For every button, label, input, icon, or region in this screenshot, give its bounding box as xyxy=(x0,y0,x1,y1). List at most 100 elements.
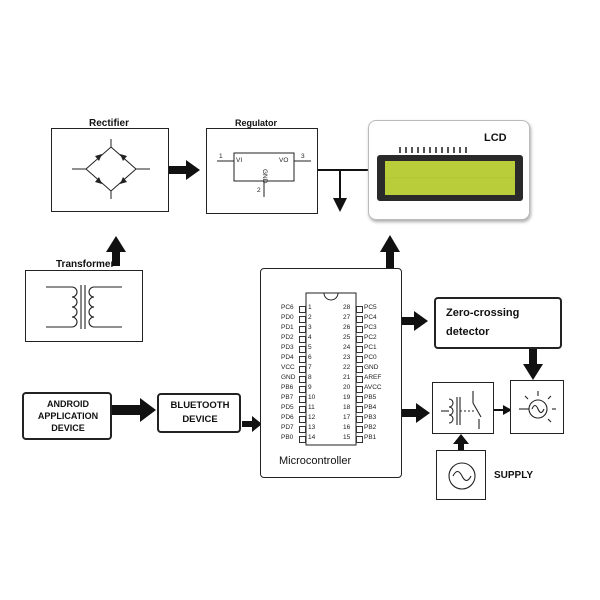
mcu-pin-number: 26 xyxy=(343,324,351,331)
mcu-pin-number: 8 xyxy=(308,374,312,381)
mcu-pin-number: 7 xyxy=(308,364,312,371)
lamp-icon xyxy=(519,391,556,423)
mcu-pin-label: PC2 xyxy=(364,334,377,341)
bluetooth-device-block: BLUETOOTH DEVICE xyxy=(157,393,241,433)
mcu-pin-box xyxy=(356,416,363,423)
mcu-pin-number: 21 xyxy=(343,374,351,381)
mcu-pin-label: PB4 xyxy=(364,404,377,411)
mcu-pin-label: GND xyxy=(364,364,379,371)
regulator-gnd-label: GND xyxy=(261,169,268,184)
zero-crossing-block: Zero-crossing detector xyxy=(434,297,562,349)
mcu-pin-label: PC1 xyxy=(364,344,377,351)
regulator-label: Regulator xyxy=(235,118,278,128)
mcu-pin-box xyxy=(356,356,363,363)
mcu-pin-box xyxy=(356,406,363,413)
arrow-android-to-bluetooth xyxy=(112,398,156,422)
android-label-line3: DEVICE xyxy=(51,423,85,433)
mcu-pin-box xyxy=(299,416,306,423)
regulator-vi-label: VI xyxy=(236,157,243,164)
mcu-pin-number: 3 xyxy=(308,324,312,331)
mcu-pin-label: PD1 xyxy=(281,324,294,331)
mcu-pin-box xyxy=(299,356,306,363)
mcu-pin-number: 2 xyxy=(308,314,312,321)
mcu-pin-box xyxy=(299,436,306,443)
rectifier-label: Rectifier xyxy=(89,118,130,129)
mcu-pin-number: 25 xyxy=(343,334,351,341)
ac-source-icon xyxy=(448,462,476,490)
microcontroller-label: Microcontroller xyxy=(279,455,352,467)
mcu-pin-label: PB7 xyxy=(281,394,294,401)
transformer-block xyxy=(25,270,143,342)
regulator-pin-out-num: 3 xyxy=(301,153,305,160)
mcu-pin-label: PB1 xyxy=(364,434,377,441)
rectifier-block xyxy=(51,128,169,212)
bluetooth-label-line2: DEVICE xyxy=(182,414,218,425)
mcu-pin-label: PD5 xyxy=(281,404,294,411)
mcu-pin-box xyxy=(299,406,306,413)
mcu-pin-number: 16 xyxy=(343,424,351,431)
mcu-pin-box xyxy=(299,306,306,313)
mcu-pin-number: 20 xyxy=(343,384,351,391)
arrow-mcu-to-zero-crossing xyxy=(402,311,428,331)
mcu-pin-box xyxy=(356,366,363,373)
arrow-mcu-to-lcd xyxy=(380,235,400,268)
arrow-supply-to-relay xyxy=(453,434,469,450)
arrow-bluetooth-to-mcu xyxy=(242,416,262,432)
mcu-pin-label: PB2 xyxy=(364,424,377,431)
mcu-pin-box xyxy=(356,336,363,343)
mcu-pin-number: 27 xyxy=(343,314,351,321)
lcd-module-icon xyxy=(377,147,523,201)
mcu-pin-label: PB3 xyxy=(364,414,377,421)
mcu-pin-box xyxy=(356,316,363,323)
arrow-relay-to-lamp xyxy=(503,405,512,415)
mcu-pin-box xyxy=(299,426,306,433)
mcu-pin-label: GND xyxy=(281,374,296,381)
zero-crossing-label-line1: Zero-crossing xyxy=(446,307,520,319)
arrow-mcu-to-relay xyxy=(402,403,430,423)
mcu-pin-box xyxy=(299,376,306,383)
mcu-pin-box xyxy=(299,316,306,323)
mcu-pin-box xyxy=(299,336,306,343)
regulator-pin-gnd-num: 2 xyxy=(257,187,261,194)
mcu-pin-number: 13 xyxy=(308,424,316,431)
mcu-pin-number: 22 xyxy=(343,364,351,371)
regulator-vo-label: VO xyxy=(279,157,289,164)
mcu-pin-label: PC0 xyxy=(364,354,377,361)
mcu-pin-box xyxy=(356,376,363,383)
mcu-pin-number: 19 xyxy=(343,394,351,401)
mcu-pin-label: PB6 xyxy=(281,384,294,391)
mcu-pin-box xyxy=(356,386,363,393)
mcu-pin-box xyxy=(356,436,363,443)
lamp-block xyxy=(510,380,564,434)
mcu-pin-label: VCC xyxy=(281,364,295,371)
mcu-pin-label: PD0 xyxy=(281,314,294,321)
mcu-pin-number: 14 xyxy=(308,434,316,441)
bridge-rectifier-icon xyxy=(72,139,150,199)
supply-label: SUPPLY xyxy=(494,470,534,481)
regulator-chip-icon xyxy=(217,152,311,197)
mcu-pin-label: PC6 xyxy=(281,304,294,311)
regulator-pin-in-num: 1 xyxy=(219,153,223,160)
mcu-chip-icon xyxy=(305,292,357,446)
mcu-pin-label: AVCC xyxy=(364,384,382,391)
mcu-pin-label: PD7 xyxy=(281,424,294,431)
transformer-label: Transformer xyxy=(56,259,115,270)
transformer-icon xyxy=(46,285,122,329)
mcu-pin-box xyxy=(299,326,306,333)
mcu-pin-number: 11 xyxy=(308,404,315,411)
relay-block xyxy=(432,382,494,434)
mcu-pin-label: PD3 xyxy=(281,344,294,351)
mcu-pin-number: 28 xyxy=(343,304,351,311)
mcu-pin-label: PB0 xyxy=(281,434,294,441)
regulator-block: 1 VI VO 3 GND 2 xyxy=(206,128,318,214)
arrow-rectifier-to-regulator xyxy=(168,160,200,180)
mcu-pin-box xyxy=(299,386,306,393)
mcu-pin-label: PC3 xyxy=(364,324,377,331)
mcu-pin-box xyxy=(299,396,306,403)
mcu-pin-label: AREF xyxy=(364,374,382,381)
supply-block xyxy=(436,450,486,500)
android-label-line2: APPLICATION xyxy=(37,411,99,421)
mcu-pin-box xyxy=(299,346,306,353)
mcu-pin-number: 4 xyxy=(308,334,312,341)
